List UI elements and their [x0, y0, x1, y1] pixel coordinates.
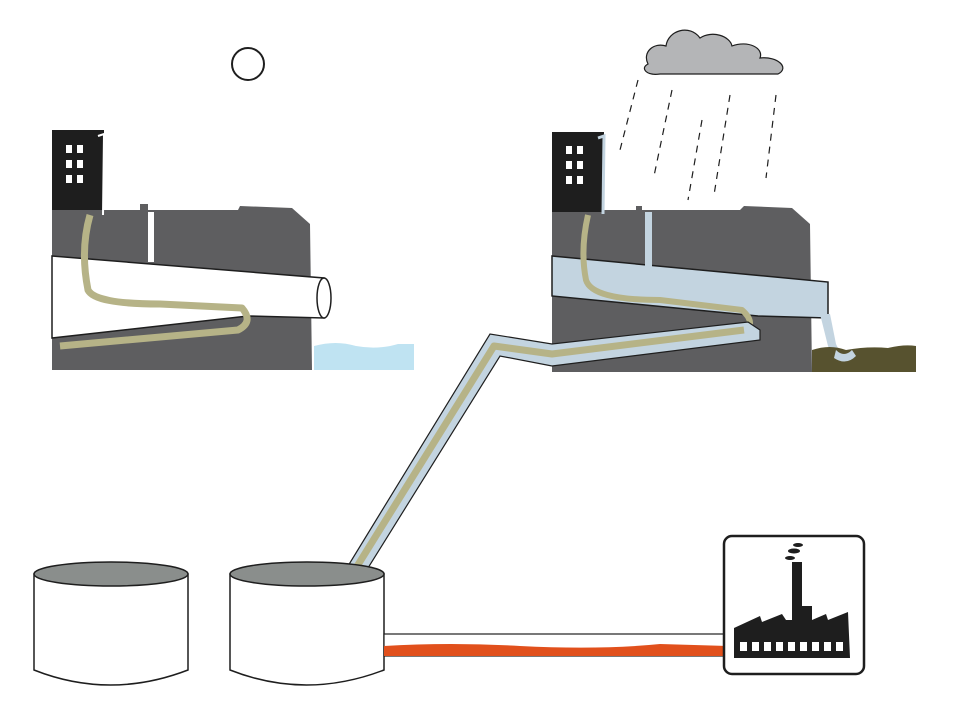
house-icon — [52, 130, 106, 216]
rain-cloud-icon — [643, 29, 784, 75]
sewer-pipe-right — [551, 255, 829, 319]
factory-icon — [722, 534, 866, 676]
polluted-river — [812, 345, 916, 372]
sewage-flow-right — [580, 214, 753, 337]
river-outfall — [834, 350, 856, 362]
sun-icon — [231, 47, 265, 81]
storage-tank-2 — [229, 561, 385, 686]
pipe-outlet-end — [316, 277, 332, 319]
clean-water-body — [314, 343, 414, 370]
sewer-pipe-left — [51, 255, 325, 339]
wet-weather-panel — [551, 29, 916, 372]
sewage-flow-left — [59, 214, 251, 350]
dry-weather-panel — [51, 47, 414, 370]
treatment-pipe — [383, 633, 729, 657]
overflow-shaft-left — [148, 212, 154, 262]
rain-drops — [619, 79, 777, 201]
overflow-shaft-right — [645, 212, 652, 280]
house-icon — [552, 132, 606, 215]
storage-tank-1 — [33, 561, 189, 686]
overflow-stream — [820, 314, 850, 366]
